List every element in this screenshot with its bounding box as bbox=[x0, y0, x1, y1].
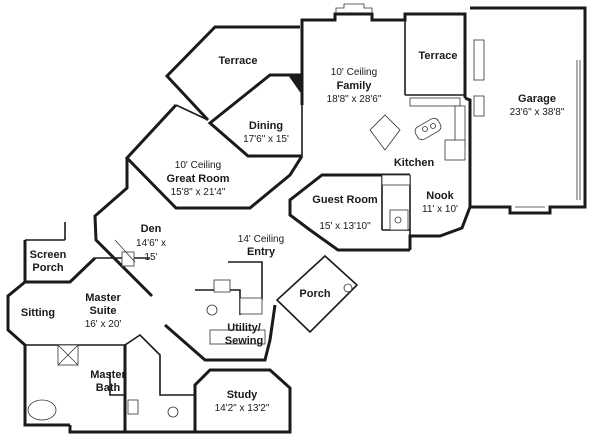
garage-shelf bbox=[473, 39, 485, 81]
study-walls bbox=[193, 368, 292, 434]
dining-dims: 17'6" x 15' bbox=[243, 134, 289, 145]
garage-details bbox=[473, 39, 581, 208]
screen-porch-label-1: Screen bbox=[30, 249, 67, 261]
shower-x-2 bbox=[57, 344, 79, 366]
family-walls bbox=[300, 12, 467, 98]
porch-column bbox=[343, 283, 353, 293]
garage-dims: 23'6" x 38'8" bbox=[510, 107, 565, 118]
family-ceiling: 10' Ceiling bbox=[331, 67, 377, 78]
bar-counter bbox=[369, 114, 401, 151]
kitchen-fixtures bbox=[288, 3, 466, 231]
kitchen-island bbox=[414, 117, 442, 141]
garage-label: Garage bbox=[518, 93, 556, 105]
dining-corner-fill bbox=[288, 75, 302, 95]
utility-counter bbox=[209, 329, 266, 345]
hall-toilet bbox=[206, 304, 218, 316]
den-dims-2: 15' bbox=[144, 252, 157, 263]
nook-dims: 11' x 10' bbox=[422, 204, 458, 215]
dining-label: Dining bbox=[249, 120, 283, 132]
family-dims: 18'8" x 28'6" bbox=[327, 94, 382, 105]
interior-walls bbox=[25, 20, 465, 396]
guest-walls bbox=[288, 173, 410, 252]
island-sink bbox=[422, 126, 428, 132]
kitchen-label: Kitchen bbox=[394, 157, 435, 169]
den-dims-1: 14'6" x bbox=[136, 238, 166, 249]
terrace-left-label: Terrace bbox=[219, 55, 258, 67]
fireplace-chimney bbox=[335, 3, 373, 14]
master-suite-label-1: Master bbox=[85, 292, 121, 304]
garage-steps bbox=[473, 95, 485, 117]
master-suite-dims: 16' x 20' bbox=[85, 319, 122, 330]
porch-label: Porch bbox=[299, 288, 330, 300]
sitting-label: Sitting bbox=[21, 307, 55, 319]
den-fireplace-hearth bbox=[114, 239, 136, 263]
master-bottom-wall bbox=[68, 425, 127, 434]
closet-inner bbox=[109, 372, 125, 396]
porch-outline bbox=[275, 254, 359, 334]
vanity bbox=[127, 399, 139, 415]
garage-walls bbox=[468, 6, 587, 215]
great-room-walls bbox=[124, 103, 216, 210]
great-room-dims: 15'8" x 21'4" bbox=[171, 187, 226, 198]
hall-walls bbox=[228, 261, 263, 300]
den-label: Den bbox=[141, 223, 162, 235]
utility-label-2: Sewing bbox=[225, 335, 264, 347]
entry-ceiling: 14' Ceiling bbox=[238, 234, 284, 245]
guest-closet-shelf bbox=[381, 174, 411, 186]
guest-room-label-1: Guest Room bbox=[312, 194, 378, 206]
entry-walls bbox=[216, 155, 304, 210]
washer-dryer bbox=[239, 297, 263, 315]
great-room-label: Great Room bbox=[167, 173, 230, 185]
great-room-top bbox=[175, 104, 209, 121]
pantry bbox=[444, 139, 466, 161]
entry-label: Entry bbox=[247, 246, 276, 258]
island-sink-2 bbox=[430, 123, 436, 129]
guest-toilet bbox=[394, 216, 402, 224]
screen-porch-label-2: Porch bbox=[32, 262, 63, 274]
kitchen-counter-top bbox=[409, 97, 461, 107]
terrace-right-label: Terrace bbox=[419, 50, 458, 62]
bath-walls bbox=[195, 289, 241, 315]
nook-label: Nook bbox=[426, 190, 454, 202]
study-dims: 14'2" x 13'2" bbox=[215, 403, 270, 414]
master-tub bbox=[27, 399, 57, 421]
sitting-bay bbox=[6, 280, 70, 427]
master-bath-label-2: Bath bbox=[96, 382, 121, 394]
closet-walls bbox=[124, 333, 195, 396]
master-bath-label-1: Master bbox=[90, 369, 126, 381]
terrace-left-outline bbox=[164, 25, 300, 122]
utility-walls bbox=[164, 304, 277, 362]
screen-porch-walls bbox=[23, 240, 97, 284]
family-label: Family bbox=[337, 80, 373, 92]
master-toilet bbox=[167, 406, 179, 418]
master-suite-label-2: Suite bbox=[90, 305, 117, 317]
study-label: Study bbox=[227, 389, 258, 401]
utility-label-1: Utility/ bbox=[227, 322, 261, 334]
dining-walls bbox=[207, 73, 302, 158]
master-fixtures bbox=[27, 239, 353, 421]
bath-bottom-wall bbox=[123, 345, 195, 434]
great-room-ceiling: 10' Ceiling bbox=[175, 160, 221, 171]
hall-bath-fixture bbox=[213, 279, 231, 293]
guest-room-dims: 15' x 13'10" bbox=[319, 221, 371, 232]
den-fireplace bbox=[121, 251, 135, 267]
room-labels: Terrace 10' Ceiling Family 18'8" x 28'6"… bbox=[21, 50, 565, 414]
